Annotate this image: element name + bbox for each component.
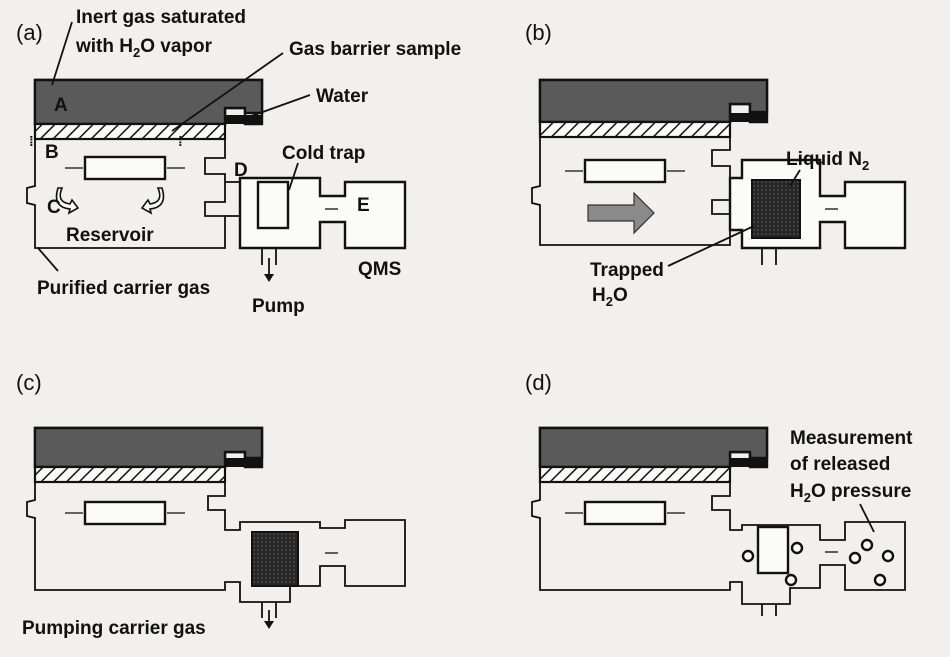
letter-a: A: [54, 95, 68, 116]
h2o-molecule-icon: [790, 541, 804, 555]
h2o-molecule-icon: [860, 538, 874, 552]
cold-trap-a: [256, 180, 290, 230]
letter-e: E: [357, 195, 370, 216]
circulation-arrow: [55, 187, 80, 215]
callout-pumping-carrier-gas: Pumping carrier gas: [22, 618, 206, 639]
h2o-molecule-icon: [873, 573, 887, 587]
circulation-arrow: [140, 187, 165, 215]
callout-water: Water: [316, 86, 369, 107]
callout-reservoir: Reservoir: [66, 225, 154, 246]
pump-arrow-a: [264, 274, 274, 282]
flow-arrow: [587, 191, 655, 235]
capillary-tube-b: [583, 158, 667, 184]
panel-d: (d) Measurement of released H2O pressure: [525, 370, 913, 616]
callout-inert-gas-line1: Inert gas saturated: [76, 7, 246, 28]
letter-d: D: [234, 160, 248, 181]
callout-cold-trap: Cold trap: [282, 143, 365, 164]
capillary-tube-a: [83, 155, 167, 181]
callout-trapped: Trapped: [590, 260, 664, 281]
letter-c: C: [47, 197, 61, 218]
h2o-molecule-icon: [881, 549, 895, 563]
letter-b: B: [45, 142, 59, 163]
callout-inert-gas-line2: with H2O vapor: [75, 36, 213, 60]
callout-liquid-n2: Liquid N2: [786, 149, 869, 173]
panel-d-label: (d): [525, 370, 552, 395]
panel-c: (c) Pumping carrier gas: [16, 370, 406, 639]
capillary-tube-d: [583, 500, 667, 526]
pump-arrow-c: [264, 621, 274, 629]
gas-barrier-sample-strip: [33, 122, 227, 141]
callout-measurement-line2: of released: [790, 454, 890, 475]
trap-c: [251, 531, 299, 587]
liquid-n2-trap: [751, 179, 801, 239]
panel-a: (a) ⁞ ⁞ Inert gas saturated with H2O vap: [16, 7, 461, 317]
callout-qms: QMS: [358, 259, 401, 280]
panel-c-label: (c): [16, 370, 42, 395]
callout-measurement-line3: H2O pressure: [790, 481, 911, 505]
callout-measurement-line1: Measurement: [790, 428, 913, 449]
panel-b-label: (b): [525, 20, 552, 45]
panel-a-label: (a): [16, 20, 43, 45]
callout-purified-carrier-gas: Purified carrier gas: [37, 278, 210, 299]
callout-gas-barrier-sample: Gas barrier sample: [289, 39, 461, 60]
water-strip: [225, 115, 262, 124]
callout-trapped-h2o: H2O: [592, 285, 628, 309]
h2o-molecule-icon: [741, 549, 755, 563]
h2o-molecule-icon: [848, 551, 862, 565]
callout-pump: Pump: [252, 296, 305, 317]
h2o-molecule-icon: [784, 573, 798, 587]
warm-trap-d: [756, 525, 790, 575]
capillary-tube-c: [83, 500, 167, 526]
valve-mark: ⁞: [29, 133, 34, 149]
valve-mark: ⁞: [178, 133, 183, 149]
panel-b: (b) Liquid N2 Trapped H2O: [525, 20, 907, 309]
